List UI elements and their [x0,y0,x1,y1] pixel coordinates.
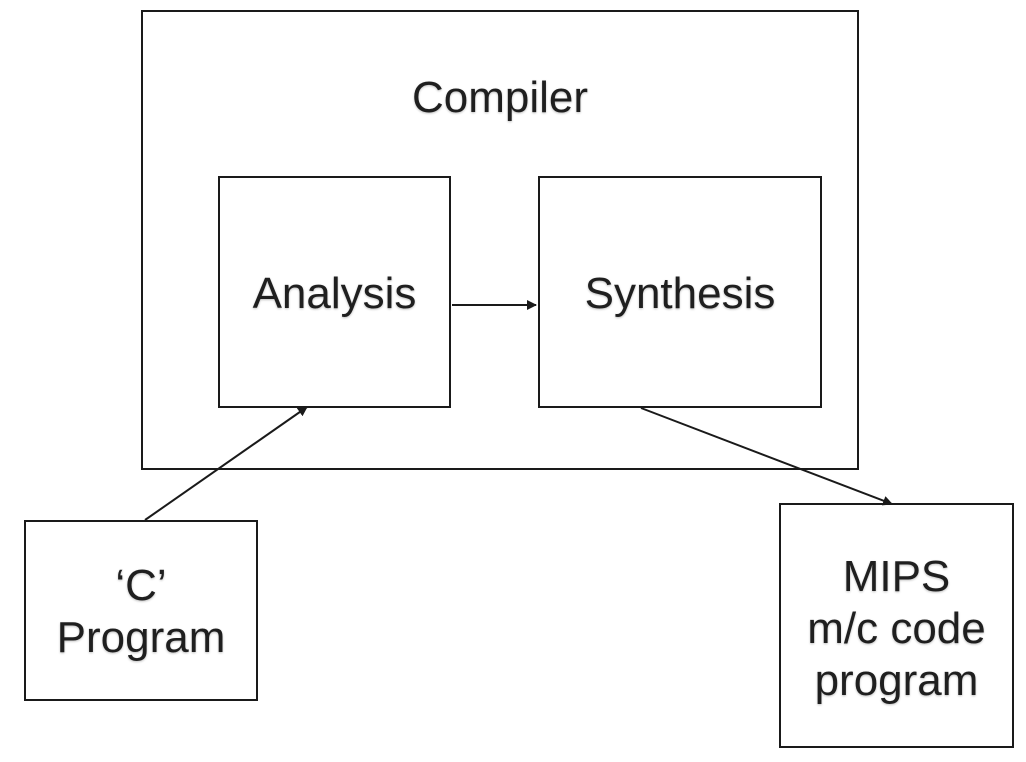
analysis-label: Analysis [252,269,417,318]
synthesis-label: Synthesis [584,269,776,318]
c-program-line-2: Program [56,613,226,662]
mips-line-1: MIPS [842,552,951,601]
c-program-line-1: ‘C’ [115,561,167,610]
synthesis-box: Synthesis [538,176,822,408]
mips-program-box: MIPS m/c code program [779,503,1014,748]
c-program-label: ‘C’ Program [26,560,256,664]
mips-line-3: program [814,656,979,705]
mips-program-label: MIPS m/c code program [781,551,1012,707]
mips-line-2: m/c code [807,604,986,653]
analysis-box: Analysis [218,176,451,408]
compiler-title: Compiler [411,73,589,122]
c-program-box: ‘C’ Program [24,520,258,701]
